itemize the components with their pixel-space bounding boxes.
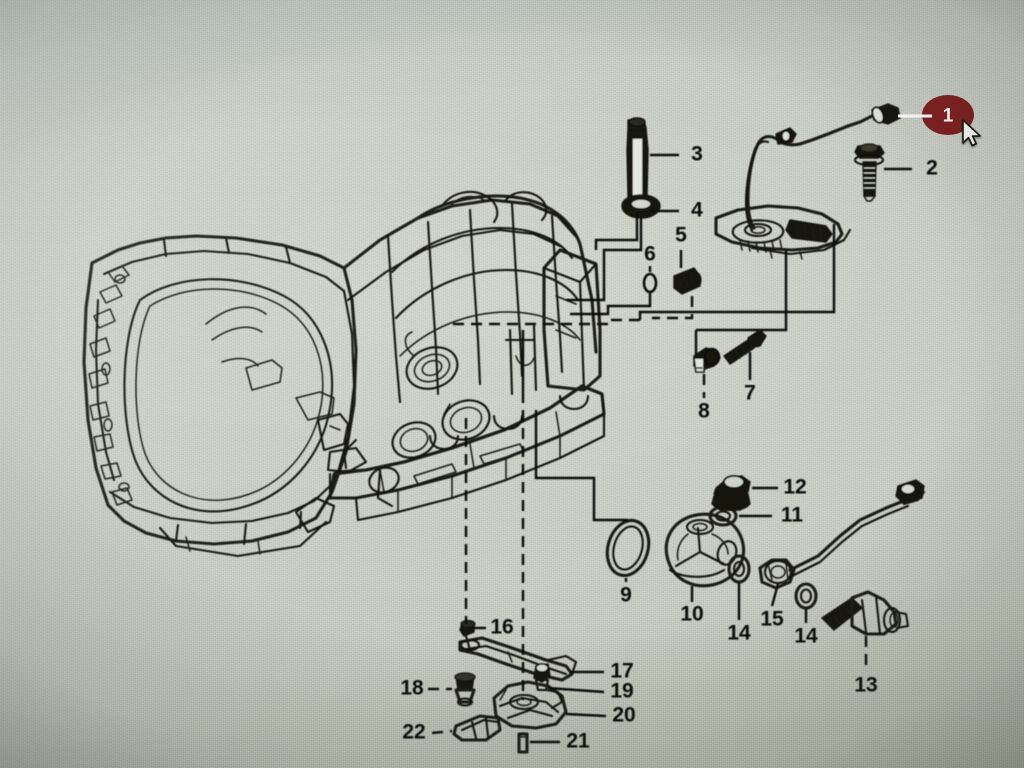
- callout-label: 1: [943, 106, 954, 127]
- part-19-pin-retainer: [533, 663, 551, 692]
- part-number-5: 5: [675, 224, 687, 247]
- part-number-4: 4: [691, 199, 703, 222]
- part-number-6: 6: [644, 243, 656, 266]
- part-number-10: 10: [680, 603, 703, 626]
- part-number-7: 7: [744, 382, 756, 405]
- part-number-16: 16: [490, 616, 513, 639]
- part-5-threaded-plug: [673, 267, 702, 295]
- oil-cooler-pipe: [788, 479, 926, 578]
- callout-annotation-1: 1: [898, 95, 974, 135]
- part-22-mounting-clip: [452, 714, 502, 742]
- part-number-11: 11: [781, 504, 804, 527]
- part-number-22: 22: [402, 721, 425, 744]
- part-number-8: 8: [698, 400, 710, 423]
- arrow-pointer-icon: [962, 119, 981, 147]
- part-18-flange-bolt: [454, 672, 476, 707]
- part-21-roll-pin: [517, 732, 529, 754]
- part-12-banjo-fitting: [711, 475, 751, 512]
- part-9-o-ring-large: [605, 518, 651, 578]
- part-number-9: 9: [620, 584, 632, 607]
- transmission-bell-housing-case: [82, 190, 606, 558]
- part-20-selector-lever-plate: [492, 680, 568, 730]
- part-7-bolt: [723, 329, 767, 365]
- part-number-12: 12: [783, 476, 806, 499]
- part-number-20: 20: [612, 704, 635, 727]
- part-number-13: 13: [854, 674, 877, 697]
- part-number-19: 19: [610, 680, 633, 703]
- part-number-18: 18: [400, 677, 424, 700]
- part-number-14a: 14: [727, 622, 751, 645]
- part-4-sealing-washer: [621, 194, 661, 219]
- part-number-2: 2: [926, 157, 938, 180]
- part-number-labels: 3 4 5 6 2 7 8 9 10 11 12 13 14 15 14 16 …: [400, 143, 938, 753]
- part-number-14b: 14: [794, 625, 818, 648]
- part-10-oil-pump-strainer: [664, 512, 745, 588]
- part-number-3: 3: [691, 143, 703, 166]
- part-number-21: 21: [566, 730, 590, 753]
- part-8-breather-valve: [693, 347, 721, 373]
- part-number-17: 17: [610, 660, 633, 683]
- part-2-hex-flange-bolt: [854, 143, 885, 202]
- leader-lines: [428, 153, 912, 744]
- callout-ellipse: [922, 95, 974, 135]
- part-1-speed-sensor-assembly: [714, 103, 901, 260]
- part-13-threaded-union-connector: [821, 590, 910, 636]
- part-number-15: 15: [760, 608, 784, 631]
- part-17-bracket-plate: [458, 636, 578, 682]
- housing-port-bores: [368, 331, 491, 494]
